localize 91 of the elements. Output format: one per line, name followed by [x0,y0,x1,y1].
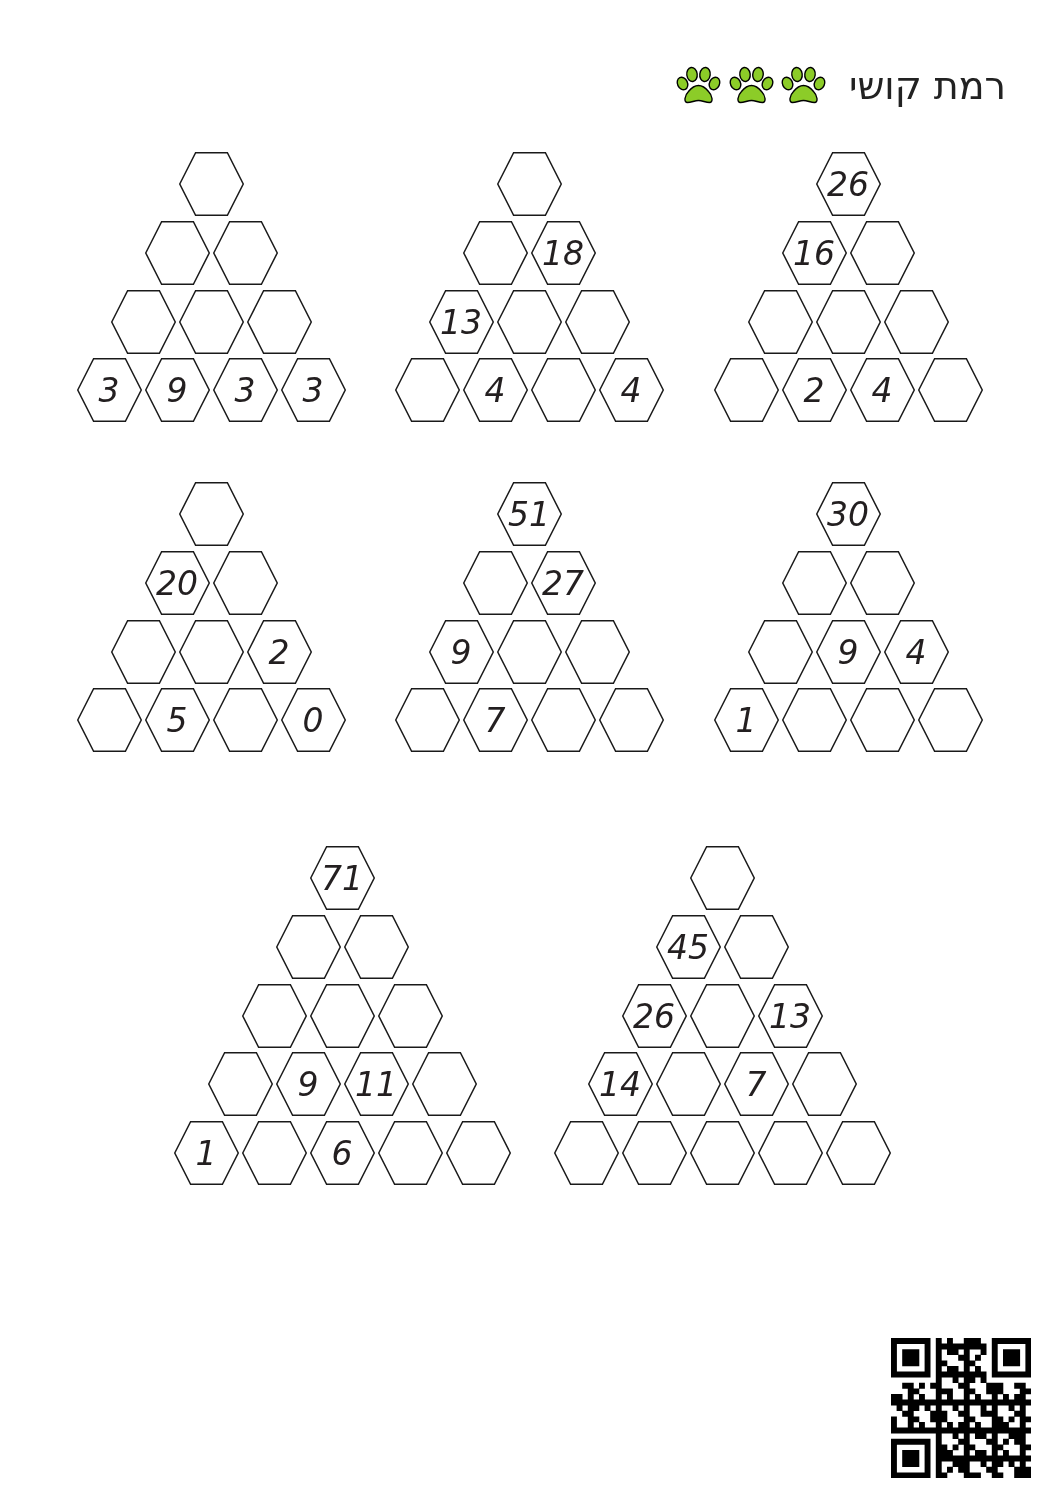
number-hexagon: 9 [275,1052,341,1117]
answer-hexagon [462,220,528,285]
number-hexagon: 7 [723,1052,789,1117]
answer-hexagon [241,1121,307,1186]
answer-hexagon [883,289,949,354]
answer-hexagon [781,688,847,753]
number-hexagon: 45 [655,914,721,979]
answer-hexagon [411,1052,477,1117]
number-hexagon: 7 [462,688,528,753]
number-hexagon: 4 [462,358,528,423]
answer-hexagon [275,914,341,979]
number-hexagon: 30 [815,482,881,546]
answer-hexagon [553,1121,619,1186]
title: רמת קושי [848,64,1006,108]
number-hexagon: 0 [280,688,346,753]
answer-hexagon [689,846,755,910]
answer-hexagon [496,289,562,354]
number-hexagon: 4 [598,358,664,423]
answer-hexagon [496,619,562,684]
answer-hexagon [757,1121,823,1186]
number-hexagon: 20 [144,550,210,615]
answer-hexagon [713,358,779,423]
answer-hexagon [564,289,630,354]
answer-hexagon [445,1121,511,1186]
number-hexagon: 1 [713,688,779,753]
answer-hexagon [781,550,847,615]
number-hexagon: 4 [849,358,915,423]
number-hexagon: 13 [757,983,823,1048]
answer-hexagon [496,152,562,216]
answer-hexagon [110,619,176,684]
answer-hexagon [815,289,881,354]
answer-hexagon [377,983,443,1048]
number-hexagon: 3 [76,358,142,423]
number-hexagon: 9 [428,619,494,684]
number-hexagon: 3 [280,358,346,423]
answer-hexagon [849,688,915,753]
number-hexagon: 2 [246,619,312,684]
answer-hexagon [110,289,176,354]
answer-hexagon [246,289,312,354]
number-hexagon: 6 [309,1121,375,1186]
number-hexagon: 2 [781,358,847,423]
answer-hexagon [917,688,983,753]
answer-hexagon [655,1052,721,1117]
number-hexagon: 27 [530,550,596,615]
answer-hexagon [377,1121,443,1186]
answer-hexagon [394,358,460,423]
answer-hexagon [343,914,409,979]
number-hexagon: 4 [883,619,949,684]
answer-hexagon [178,619,244,684]
number-hexagon: 26 [815,152,881,216]
answer-hexagon [462,550,528,615]
answer-hexagon [212,688,278,753]
answer-hexagon [689,983,755,1048]
answer-hexagon [689,1121,755,1186]
number-hexagon: 16 [781,220,847,285]
answer-hexagon [747,619,813,684]
answer-hexagon [791,1052,857,1117]
answer-hexagon [598,688,664,753]
answer-hexagon [178,152,244,216]
answer-hexagon [144,220,210,285]
answer-hexagon [76,688,142,753]
answer-hexagon [917,358,983,423]
number-hexagon: 9 [144,358,210,423]
answer-hexagon [621,1121,687,1186]
answer-hexagon [747,289,813,354]
number-hexagon: 11 [343,1052,409,1117]
answer-hexagon [849,220,915,285]
number-hexagon: 9 [815,619,881,684]
answer-hexagon [212,220,278,285]
answer-hexagon [309,983,375,1048]
answer-hexagon [564,619,630,684]
number-hexagon: 14 [587,1052,653,1117]
answer-hexagon [825,1121,891,1186]
answer-hexagon [212,550,278,615]
number-hexagon: 3 [212,358,278,423]
number-hexagon: 18 [530,220,596,285]
answer-hexagon [394,688,460,753]
number-hexagon: 71 [309,846,375,910]
answer-hexagon [723,914,789,979]
number-hexagon: 5 [144,688,210,753]
answer-hexagon [178,289,244,354]
answer-hexagon [530,358,596,423]
number-hexagon: 51 [496,482,562,546]
answer-hexagon [207,1052,273,1117]
number-hexagon: 26 [621,983,687,1048]
answer-hexagon [849,550,915,615]
number-hexagon: 13 [428,289,494,354]
answer-hexagon [241,983,307,1048]
answer-hexagon [178,482,244,546]
number-hexagon: 1 [173,1121,239,1186]
answer-hexagon [530,688,596,753]
